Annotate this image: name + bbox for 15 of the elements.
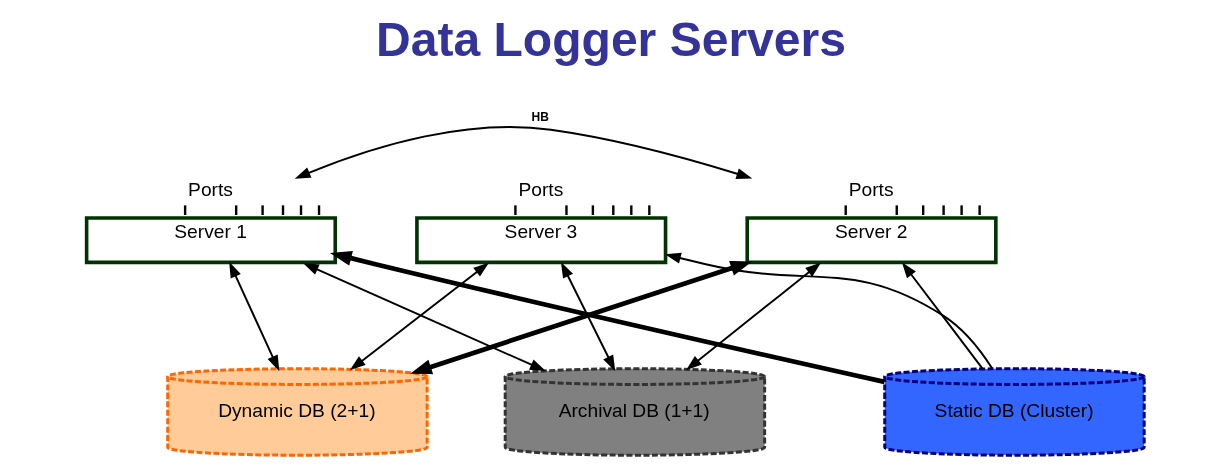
arrow bbox=[329, 250, 885, 384]
node-label: Ports bbox=[848, 178, 894, 200]
edge-label: HB bbox=[531, 109, 549, 124]
arrow bbox=[901, 261, 983, 370]
arrow bbox=[664, 252, 993, 369]
node-label: Ports bbox=[187, 178, 233, 200]
arrow bbox=[228, 261, 279, 371]
arrow bbox=[349, 262, 489, 370]
arrow bbox=[294, 125, 752, 179]
arrow bbox=[685, 261, 821, 370]
arrow bbox=[302, 262, 546, 371]
diagram-title: Data Logger Servers bbox=[375, 12, 846, 66]
arrow bbox=[409, 260, 752, 374]
arrow bbox=[560, 261, 615, 371]
node-label: Ports bbox=[517, 178, 563, 200]
